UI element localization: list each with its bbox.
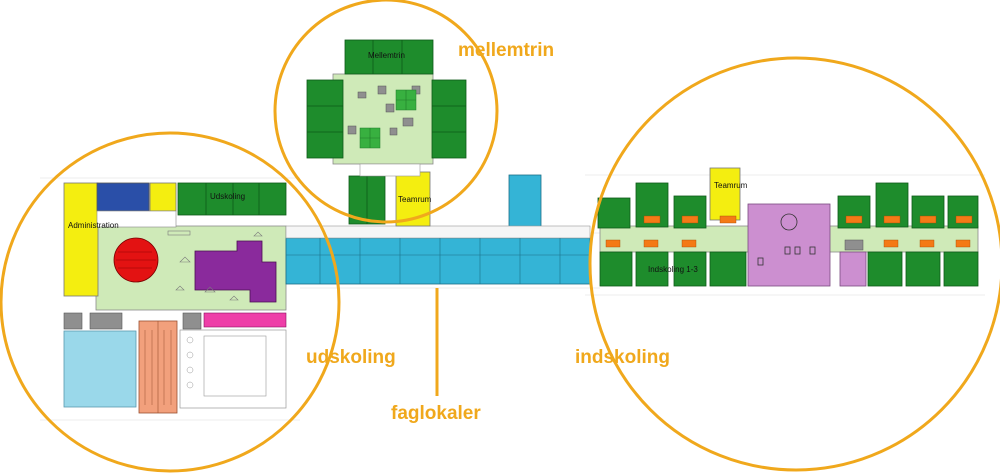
faglokaler-wing [285,237,591,285]
udskoling-highlight-circle [0,131,341,473]
teamrum-mid-room [395,171,431,227]
mellemtrin-classrooms-top [344,39,434,75]
udskoling-building [63,182,287,414]
room-label-teamrum-mid: Teamrum [398,195,432,204]
room-label-indskoling: Indskoling 1-3 [648,265,698,274]
admin-office-blue [96,182,150,212]
udskoling-purple-room [194,240,277,303]
gray-room-1 [63,312,83,330]
gym-area [179,329,287,409]
admin-office-yellow [149,182,177,212]
mellemtrin-passage [359,163,421,177]
zone-label-faglokaler: faglokaler [391,403,481,424]
faglokaler-building [285,174,591,285]
gray-room-3 [182,312,202,330]
corridor [285,225,591,239]
administration-block [63,182,99,297]
room-label-udskoling: Udskoling [210,192,246,201]
room-label-administration: Administration [68,221,119,230]
mellemtrin-classrooms-right [431,79,467,159]
zone-label-mellemtrin: mellemtrin [458,40,555,61]
mellemtrin-highlight-circle [273,0,499,224]
zone-label-udskoling: udskoling [306,347,396,368]
udskoling-classrooms [177,182,287,216]
room-label-mellemtrin: Mellemtrin [368,51,405,60]
room-label-teamrum-right: Teamrum [714,181,748,190]
indskoling-purple-small [839,251,867,287]
indskoling-building [597,167,979,287]
magenta-room [203,312,287,328]
zone-label-indskoling: indskoling [575,347,670,368]
indskoling-highlight-circle [588,56,1000,472]
mellemtrin-building [306,39,467,227]
teamrum-right-room [709,167,741,221]
gray-room-2 [89,312,123,330]
light-blue-hall [63,330,137,408]
mellemtrin-classrooms-left [306,79,344,159]
indskoling-purple-hall [747,203,831,287]
gray-small-room [844,239,864,251]
